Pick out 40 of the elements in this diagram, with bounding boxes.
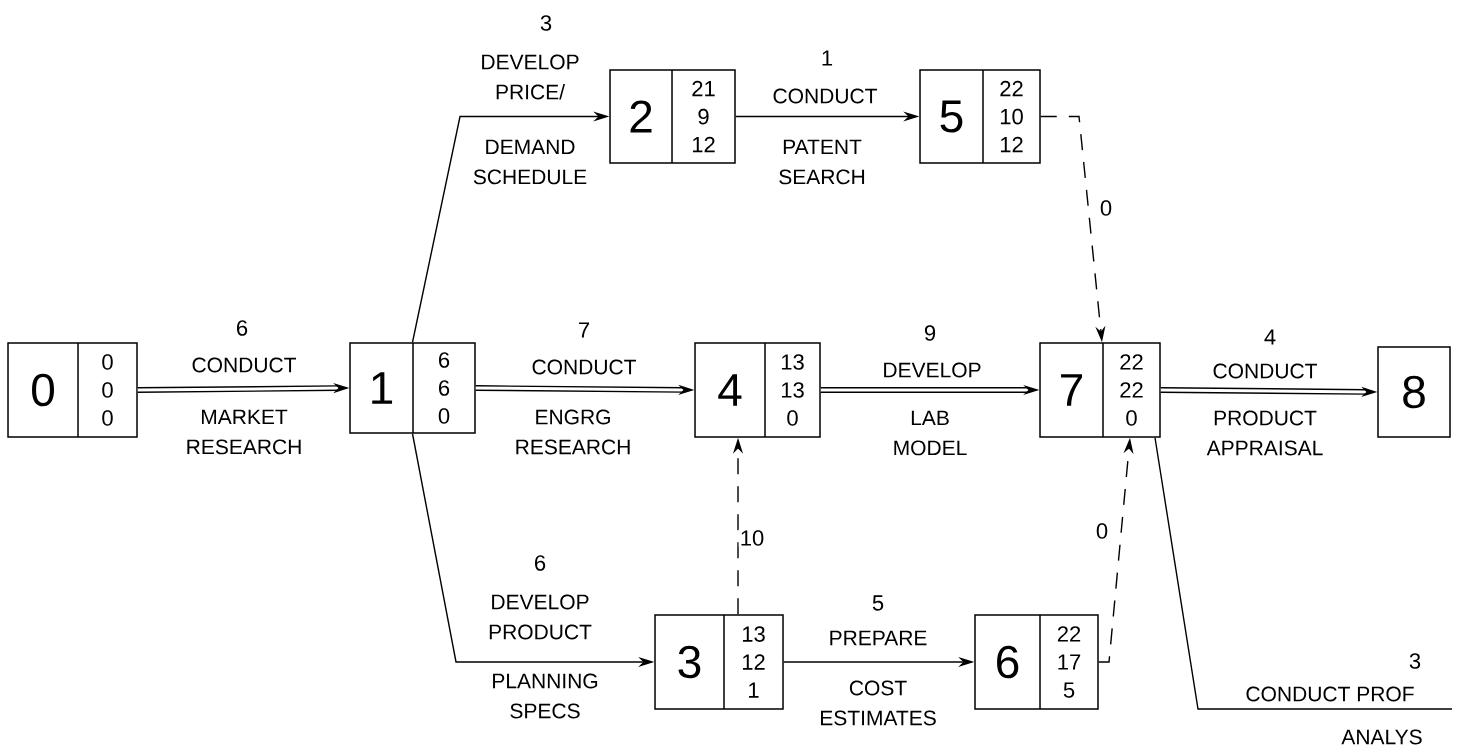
duration-label: 1	[819, 49, 835, 67]
activity-label: CONDUCT	[532, 359, 636, 375]
activity-label: DEVELOP	[884, 362, 981, 378]
duration-label: 6	[234, 319, 250, 337]
event-box: 6 22 17 5	[974, 614, 1099, 710]
event-box: 8	[1377, 346, 1451, 438]
duration-label: 9	[922, 324, 938, 342]
duration-label: 0	[1098, 199, 1114, 217]
duration-label: 5	[870, 594, 886, 612]
activity-label: ANALYS	[1341, 729, 1422, 745]
event-box: 1 6 6 0	[349, 342, 476, 434]
activity-label: DEVELOP PRICE/	[482, 54, 579, 100]
activity-label: COST ESTIMATES	[821, 680, 936, 726]
event-box: 5 22 10 12	[919, 69, 1041, 164]
duration-label: 4	[1262, 328, 1278, 346]
activity-label: LAB MODEL	[894, 410, 967, 456]
event-box: 0 0 0 0	[7, 342, 138, 438]
activity-label: CONDUCT	[773, 88, 877, 104]
activity-label: PATENT SEARCH	[779, 139, 865, 185]
line	[1154, 437, 1453, 710]
event-box: 3 13 12 1	[654, 614, 784, 710]
duration-label: 0	[1094, 522, 1110, 540]
activity-label: CONDUCT PROF	[1246, 686, 1414, 702]
duration-label: 3	[1407, 652, 1423, 670]
duration-label: 7	[576, 321, 592, 339]
activity-label: PLANNING SPECS	[493, 673, 598, 719]
activity-label: MARKET RESEARCH	[187, 409, 301, 455]
activity-label: PRODUCT APPRAISAL	[1206, 410, 1323, 456]
event-box: 7 22 22 0	[1039, 342, 1161, 438]
activity-label: CONDUCT	[192, 357, 296, 373]
event-box: 4 13 13 0	[694, 342, 821, 438]
event-box: 2 21 9 12	[609, 69, 736, 164]
activity-label: CONDUCT	[1213, 363, 1317, 379]
activity-label: ENGRG RESEARCH	[516, 409, 630, 455]
activity-label: DEMAND SCHEDULE	[473, 139, 587, 185]
activity-label: DEVELOP PRODUCT	[489, 594, 592, 640]
duration-label: 10	[738, 529, 766, 547]
duration-label: 3	[538, 14, 554, 32]
duration-label: 6	[532, 554, 548, 572]
activity-label: PREPARE	[830, 630, 927, 646]
